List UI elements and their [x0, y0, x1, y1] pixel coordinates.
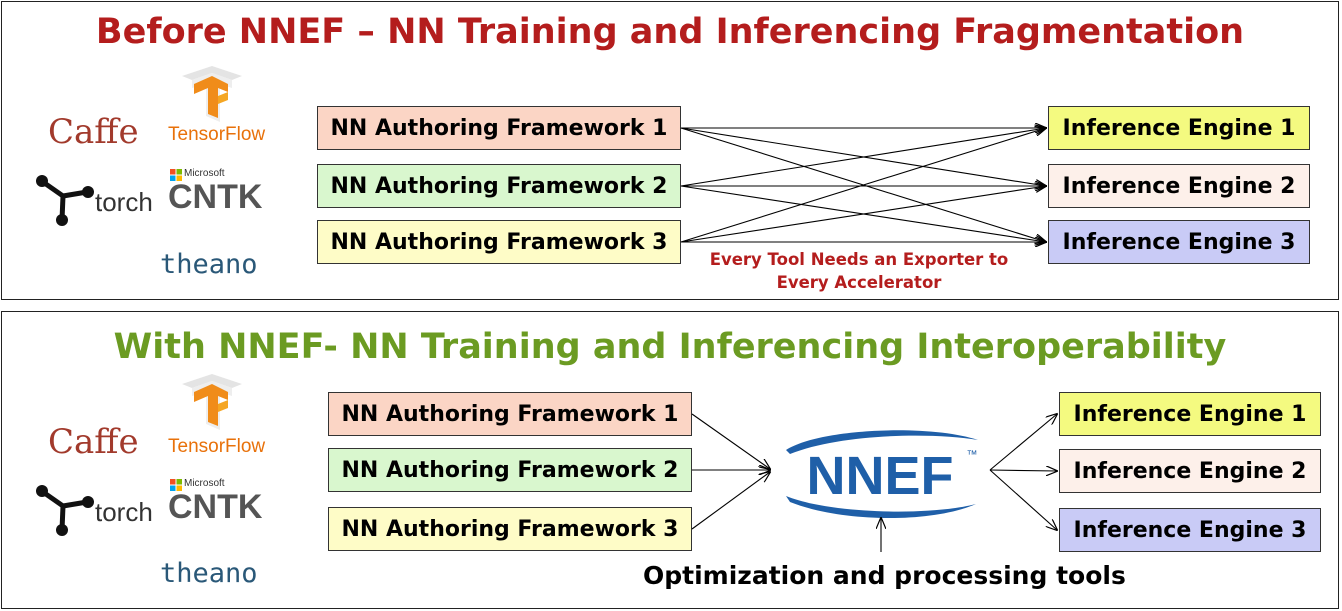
panel-title-before: Before NNEF – NN Training and Inferencin…	[95, 12, 1245, 52]
nnef-logo-icon: NNEF ™	[786, 430, 978, 519]
before-framework-3-box: NN Authoring Framework 3	[317, 220, 681, 264]
nnef-logo-text: NNEF	[807, 446, 954, 506]
arrow-nnef-ie3	[989, 469, 1057, 530]
after-engine-1-box: Inference Engine 1	[1059, 392, 1321, 436]
arrow-nnef-ie2	[989, 470, 1057, 471]
microsoft-logo-text: Microsoft	[184, 478, 225, 489]
torch-logo-text: torch	[95, 187, 153, 217]
microsoft-logo-icon	[170, 169, 182, 181]
panel-before-nnef: Before NNEF – NN Training and Inferencin…	[1, 1, 1339, 300]
exporter-note-line-1: Every Tool Needs an Exporter to	[709, 250, 1009, 269]
panel-title-after: With NNEF- NN Training and Inferencing I…	[113, 327, 1227, 367]
tensorflow-logo-icon	[182, 374, 242, 430]
after-framework-3-box: NN Authoring Framework 3	[328, 507, 692, 551]
torch-logo-icon	[36, 485, 94, 536]
cntk-logo: CNTK	[168, 178, 263, 216]
tensorflow-logo-text: TensorFlow	[168, 436, 266, 457]
before-engine-2-box: Inference Engine 2	[1048, 164, 1310, 208]
arrow-fw2-ie1	[680, 128, 1046, 187]
arrow-nnef-ie1	[989, 414, 1057, 471]
after-framework-1-box: NN Authoring Framework 1	[328, 392, 692, 436]
microsoft-logo-icon	[170, 479, 182, 491]
panel-with-nnef: With NNEF- NN Training and Inferencing I…	[1, 311, 1339, 609]
tensorflow-logo-icon	[182, 66, 242, 122]
arrow-fw3-ie1	[680, 128, 1046, 243]
before-framework-1-box: NN Authoring Framework 1	[317, 106, 681, 150]
arrow-fw2-ie3	[680, 185, 1046, 242]
arrow-fw1-ie2	[680, 127, 1046, 186]
arrow-fw3-nnef	[691, 472, 770, 530]
arrow-fw1-ie3	[680, 127, 1046, 242]
after-framework-2-box: NN Authoring Framework 2	[328, 448, 692, 492]
before-engine-1-box: Inference Engine 1	[1048, 106, 1310, 150]
theano-logo: theano	[160, 249, 258, 280]
arrow-fw3-ie2	[680, 186, 1046, 243]
caffe-logo: Caffe	[48, 422, 139, 462]
arrow-fw1-nnef	[691, 413, 770, 469]
torch-logo-text: torch	[95, 497, 153, 527]
nnef-logo-tm: ™	[967, 449, 978, 461]
tensorflow-logo-text: TensorFlow	[168, 124, 266, 145]
microsoft-logo-text: Microsoft	[184, 168, 225, 179]
torch-logo-icon	[36, 175, 94, 226]
exporter-note: Every Tool Needs an Exporter to Every Ac…	[699, 248, 1019, 294]
before-engine-3-box: Inference Engine 3	[1048, 220, 1310, 264]
optimization-tools-label: Optimization and processing tools	[643, 561, 1126, 590]
before-framework-2-box: NN Authoring Framework 2	[317, 164, 681, 208]
exporter-note-line-2: Every Accelerator	[776, 273, 942, 292]
caffe-logo: Caffe	[48, 112, 139, 152]
after-engine-2-box: Inference Engine 2	[1059, 449, 1321, 493]
after-engine-3-box: Inference Engine 3	[1059, 508, 1321, 552]
theano-logo: theano	[160, 558, 258, 589]
cntk-logo: CNTK	[168, 488, 263, 526]
